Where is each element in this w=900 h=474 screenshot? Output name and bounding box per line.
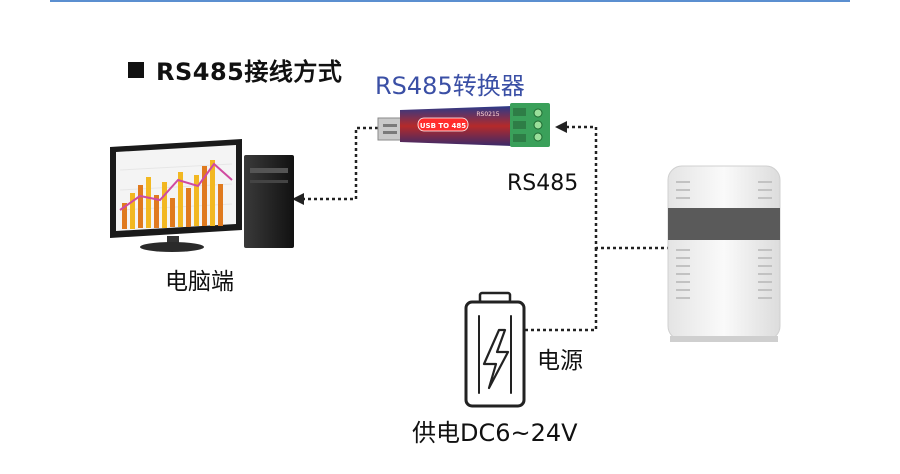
section-heading: RS485接线方式	[128, 52, 342, 87]
desktop-computer-icon	[110, 139, 294, 252]
monitor-bar-chart	[119, 160, 233, 229]
converter-label: RS485转换器	[375, 72, 525, 100]
usb-to-pc-wire	[302, 126, 378, 201]
sensor-enclosure-icon	[667, 165, 781, 342]
arrow-head-to-pc-icon	[292, 193, 304, 205]
power-label: 电源	[537, 348, 583, 374]
power-wire	[523, 248, 598, 332]
supply-label: 供电DC6~24V	[412, 419, 578, 447]
battery-lightning-icon	[464, 291, 526, 408]
wiring-lines	[302, 125, 668, 332]
usb-converter-icon: USB TO 485 RS0215	[377, 103, 550, 147]
converter-model-text: RS0215	[476, 111, 499, 118]
rs485-bus-wire	[566, 125, 668, 250]
top-rule	[50, 0, 850, 2]
arrow-head-to-converter-icon	[555, 121, 567, 133]
square-bullet-icon	[128, 61, 144, 78]
rs485-label: RS485	[507, 171, 579, 196]
section-title: RS485接线方式	[156, 58, 343, 86]
converter-badge-text: USB TO 485	[420, 122, 466, 130]
pc-label: 电脑端	[165, 269, 234, 295]
